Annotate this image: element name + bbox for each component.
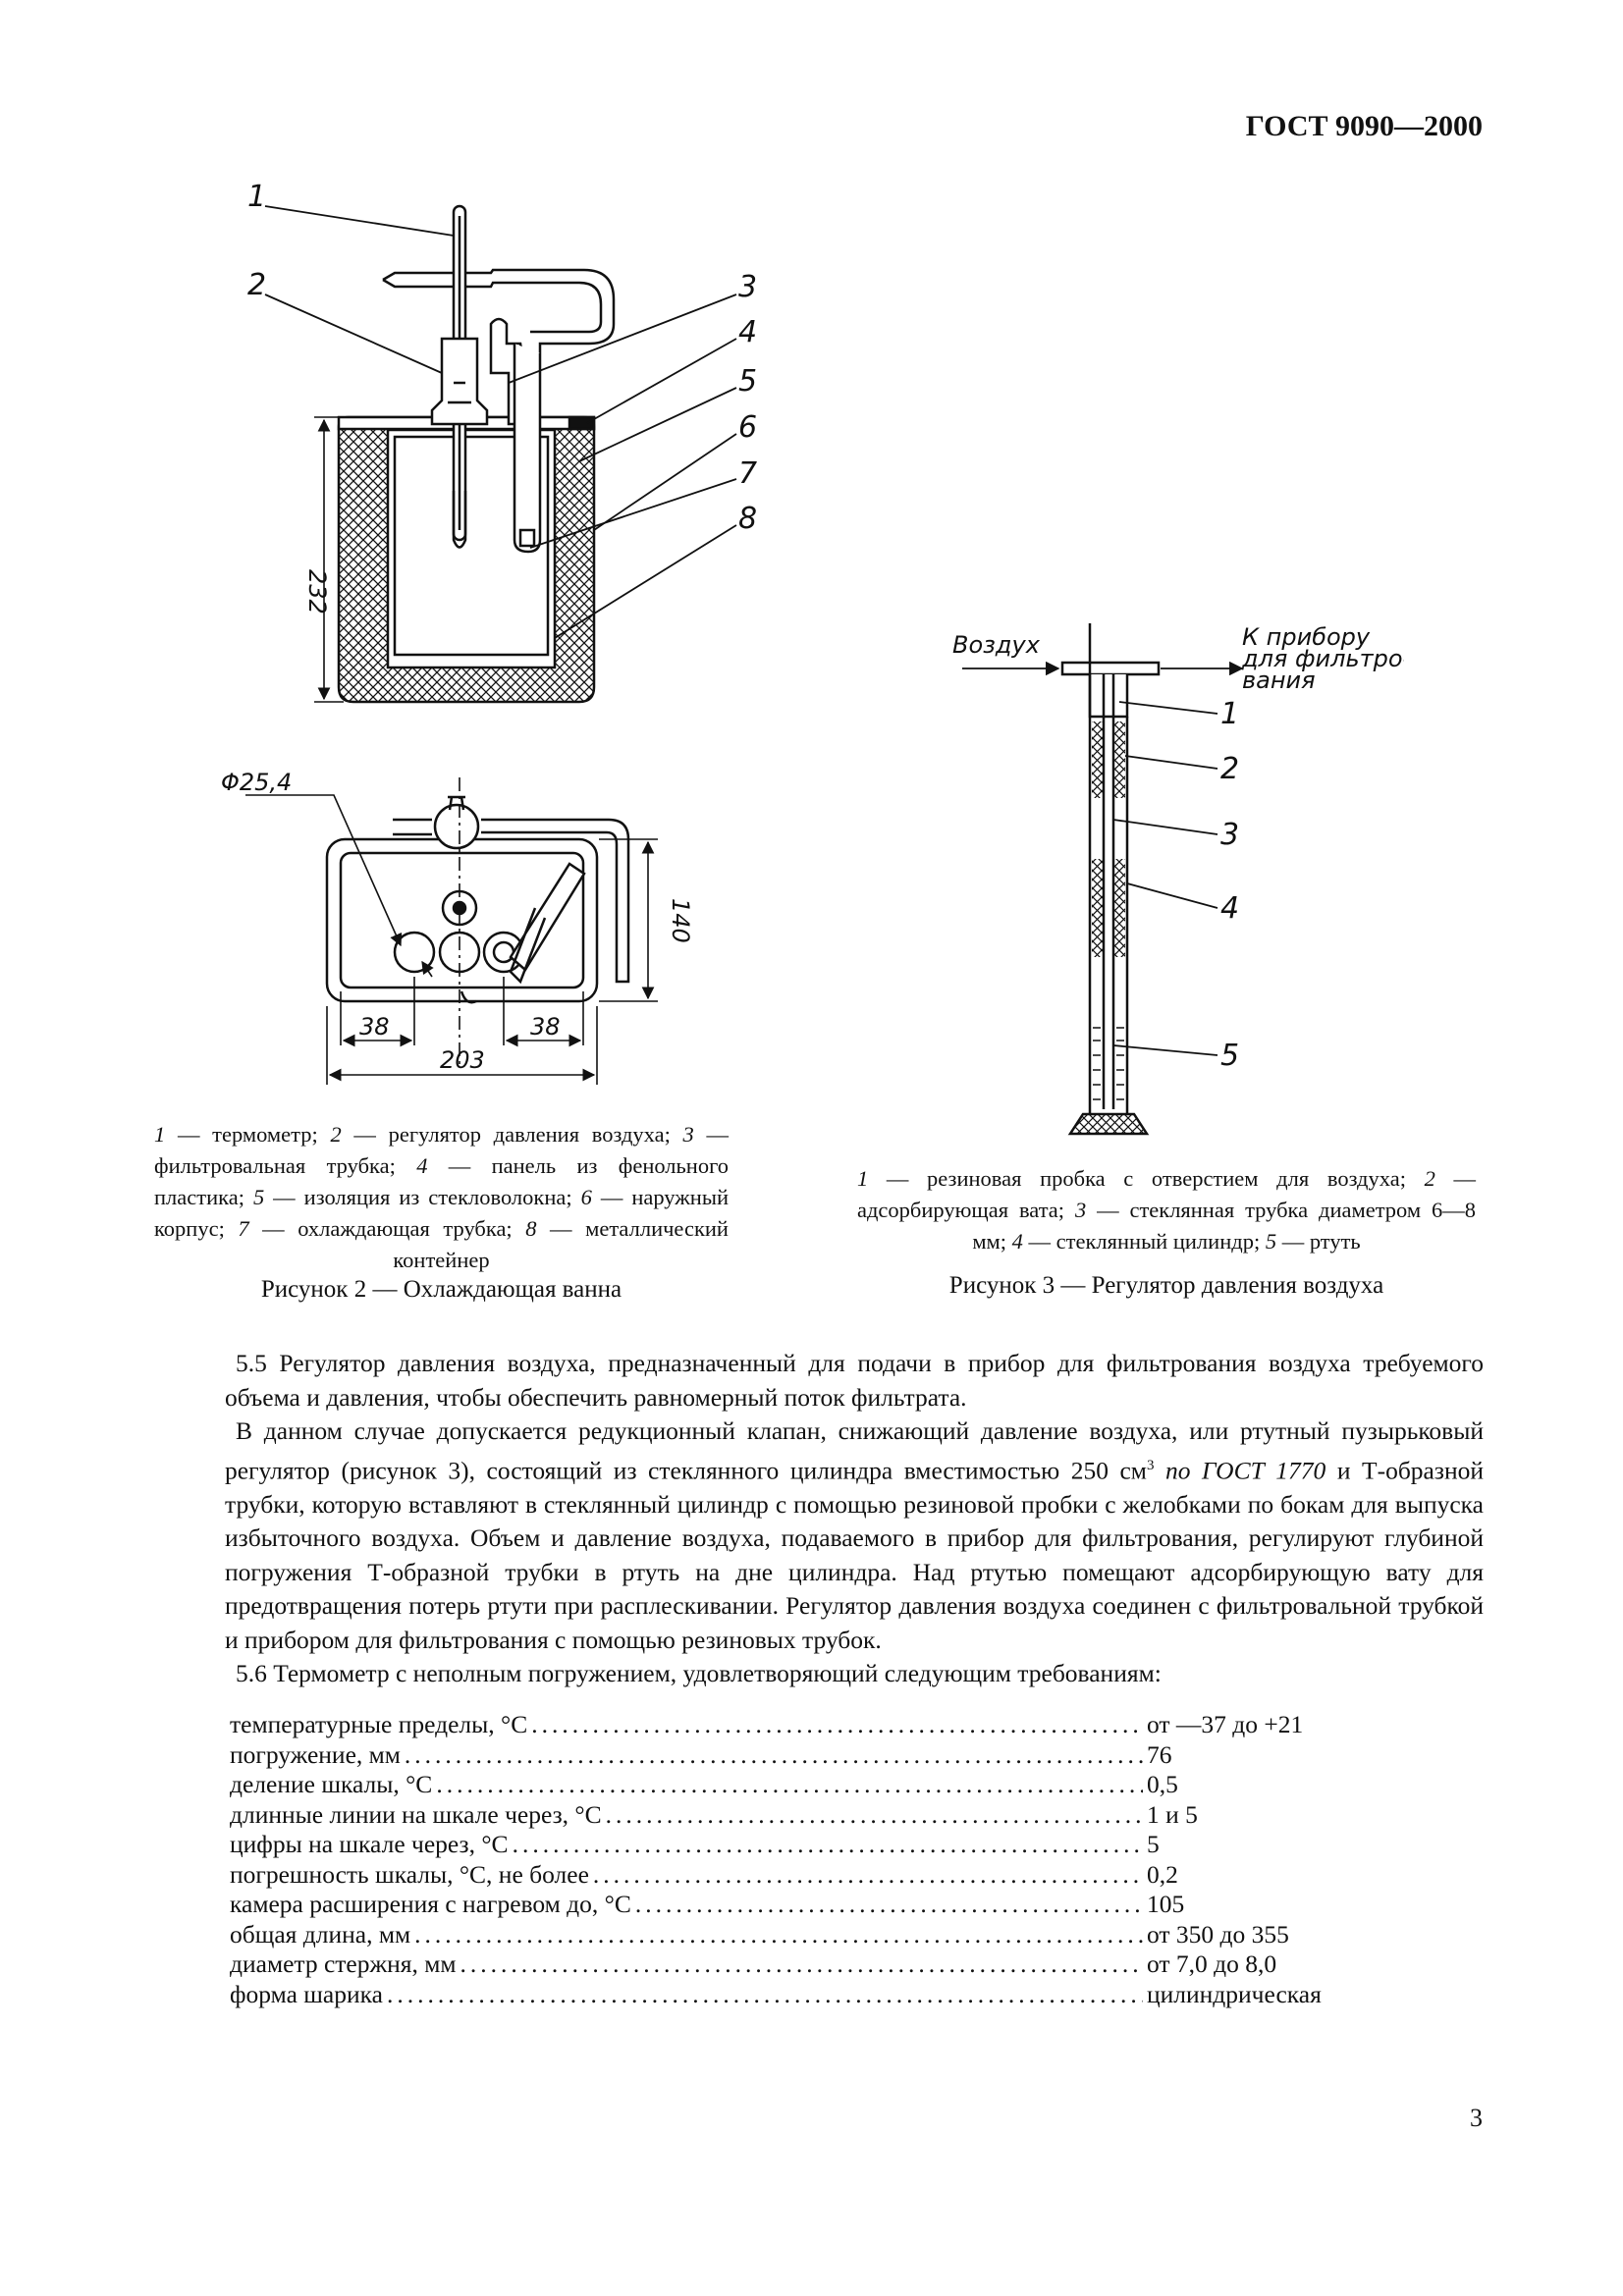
fig2-label-4: 4 bbox=[738, 315, 757, 349]
fig2-label-6: 6 bbox=[738, 410, 757, 445]
fig2-dim-depth: 140 bbox=[667, 898, 694, 943]
figure-3-air-pressure-regulator: Воздух К прибору для фильтро- вания 1 2 … bbox=[943, 623, 1404, 1153]
fig2-label-3: 3 bbox=[738, 270, 757, 304]
fig2-label-8: 8 bbox=[738, 502, 757, 536]
body-text: 5.5 Регулятор давления воздуха, предназн… bbox=[225, 1347, 1484, 1691]
fig2-label-2: 2 bbox=[247, 268, 266, 302]
regulator-body bbox=[1060, 623, 1161, 1136]
fig3-outlet-label-line3: вания bbox=[1242, 667, 1316, 694]
fig3-label-2: 2 bbox=[1220, 752, 1239, 786]
fig2-dim-height: 232 bbox=[303, 569, 331, 614]
fig2-label-1: 1 bbox=[247, 180, 266, 214]
fig3-leaders bbox=[1112, 701, 1218, 1056]
spec-row: форма шарика............................… bbox=[230, 1979, 1322, 2008]
fig3-inlet-label: Воздух bbox=[952, 631, 1041, 659]
height-dimension bbox=[314, 416, 344, 703]
spec-row: диаметр стержня, мм.....................… bbox=[230, 1949, 1277, 1978]
spec-row: камера расширения с нагревом до, °С.....… bbox=[230, 1890, 1185, 1918]
paragraph-5-5-detail: В данном случае допускается редукционный… bbox=[225, 1416, 1484, 1654]
figure-2-cooling-bath: 1 2 3 4 5 6 7 8 232 bbox=[137, 177, 805, 1139]
fig2-label-7: 7 bbox=[738, 456, 757, 491]
fig3-label-1: 1 bbox=[1220, 697, 1239, 731]
fig2-dim-right: 38 bbox=[530, 1013, 561, 1041]
fig3-outlet-label-line2: для фильтро- bbox=[1241, 645, 1404, 672]
figure-3-caption: Рисунок 3 — Регулятор давления воздуха bbox=[948, 1272, 1384, 1299]
side-view bbox=[337, 204, 616, 704]
spec-row: погружение, мм..........................… bbox=[230, 1739, 1172, 1769]
thermometer-specs: температурные пределы, °С...............… bbox=[230, 1710, 1487, 2009]
fig3-outlet-label-line1: К прибору bbox=[1242, 623, 1371, 651]
fig2-diameter-label: Φ25,4 bbox=[221, 769, 292, 796]
paragraph-5-5: 5.5 Регулятор давления воздуха, предназн… bbox=[225, 1349, 1484, 1412]
fig2-dim-left: 38 bbox=[359, 1013, 390, 1041]
side-view-leaders bbox=[264, 205, 737, 639]
spec-row: погрешность шкалы, °С, не более.........… bbox=[230, 1859, 1178, 1889]
document-code: ГОСТ 9090—2000 bbox=[1245, 110, 1483, 142]
figure-3-legend: 1 — резиновая пробка с отверстием для во… bbox=[857, 1166, 1476, 1254]
fig2-dim-width: 203 bbox=[440, 1046, 485, 1074]
figure-2-drawing: 1 2 3 4 5 6 7 8 232 bbox=[221, 180, 757, 1085]
spec-row: общая длина, мм.........................… bbox=[230, 1919, 1289, 1949]
spec-row: длинные линии на шкале через, °С........… bbox=[230, 1799, 1198, 1829]
plan-view-annotations bbox=[245, 777, 658, 1085]
fig3-label-3: 3 bbox=[1220, 818, 1239, 852]
figure-2-legend: 1 — термометр; 2 — регулятор давления во… bbox=[154, 1122, 730, 1272]
plan-view bbox=[325, 795, 630, 1004]
side-view-label-group: 1 2 3 4 5 6 7 8 bbox=[247, 180, 757, 536]
fig3-label-5: 5 bbox=[1220, 1039, 1239, 1073]
paragraph-5-6: 5.6 Термометр с неполным погружением, уд… bbox=[236, 1659, 1162, 1687]
figure-3-drawing: Воздух К прибору для фильтро- вания 1 2 … bbox=[952, 623, 1404, 1136]
page-number: 3 bbox=[1470, 2104, 1483, 2132]
figure-2-caption: Рисунок 2 — Охлаждающая ванна bbox=[260, 1276, 622, 1303]
fig2-label-5: 5 bbox=[738, 364, 757, 399]
fig3-label-4: 4 bbox=[1220, 891, 1239, 926]
spec-row: цифры на шкале через, °С................… bbox=[230, 1830, 1160, 1858]
spec-row: температурные пределы, °С...............… bbox=[230, 1710, 1304, 1738]
spec-row: деление шкалы, °С.......................… bbox=[230, 1770, 1178, 1798]
